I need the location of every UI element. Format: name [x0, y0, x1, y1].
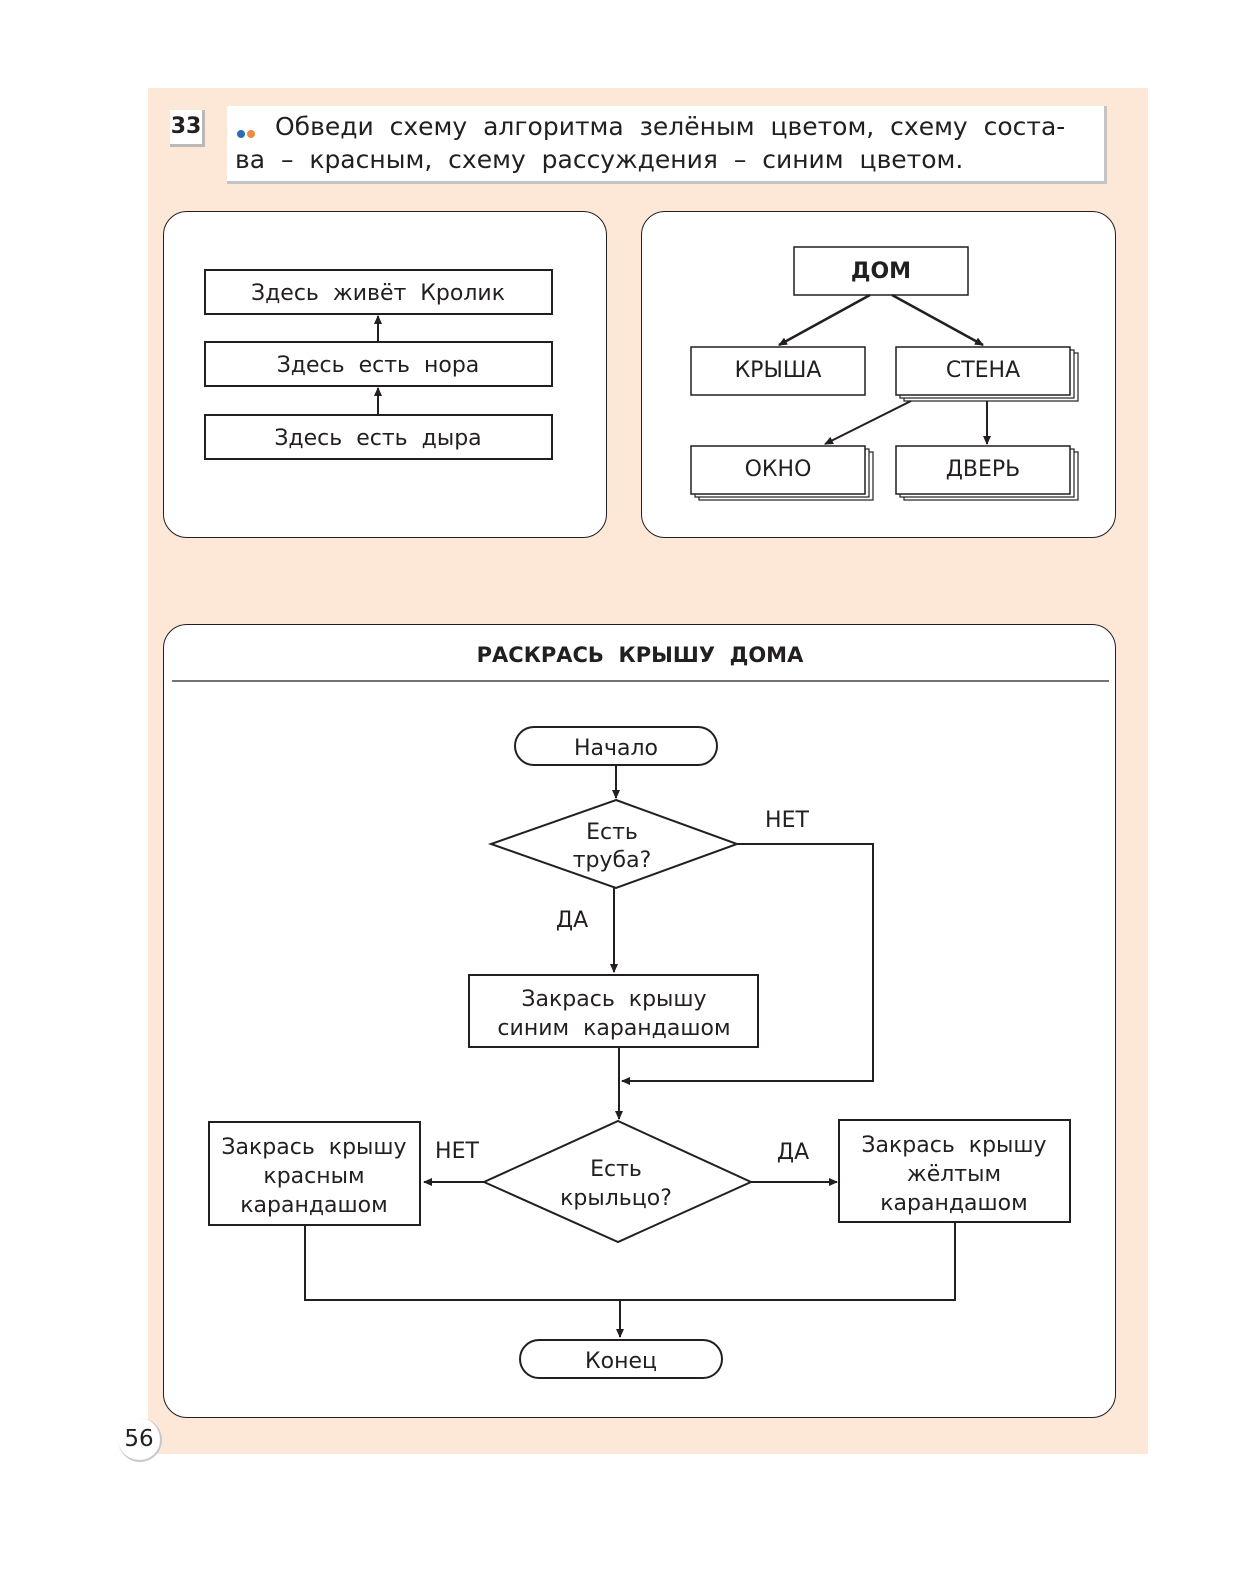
task-statement: Обведи схему алгоритма зелёным цветом, с…	[227, 106, 1107, 184]
action-blue-line-2: синим карандашом	[497, 1016, 730, 1041]
reasoning-box-top: Здесь живёт Кролик	[204, 269, 553, 315]
action-red-line-3: карандашом	[240, 1193, 387, 1218]
composition-text-wall: СТЕНА	[946, 358, 1020, 383]
arrow-q1-no	[621, 843, 874, 1085]
action-red-line-2: красным	[263, 1164, 364, 1189]
reasoning-text-middle: Здесь есть нора	[277, 353, 480, 378]
flow-action-red: Закрась крышу красным карандашом	[208, 1121, 421, 1226]
label-yes-2: ДА	[777, 1140, 809, 1165]
page-number: 56	[118, 1418, 162, 1462]
decision-porch-line-1: Есть	[590, 1157, 642, 1182]
task-text-line-1: Обведи схему алгоритма зелёным цветом, с…	[275, 112, 1066, 141]
difficulty-dots-icon	[237, 123, 257, 142]
flow-action-blue: Закрась крышу синим карандашом	[468, 974, 759, 1048]
composition-box-door: ДВЕРЬ	[895, 445, 1079, 501]
decision-chimney-line-2: труба?	[573, 848, 652, 873]
flow-decision-porch: Есть крыльцо?	[481, 1119, 754, 1244]
composition-text-door: ДВЕРЬ	[946, 457, 1021, 482]
label-no-1: НЕТ	[765, 808, 809, 833]
task-number: 33	[170, 110, 205, 147]
action-blue-line-1: Закрась крышу	[521, 987, 706, 1012]
reasoning-scheme-panel: Здесь живёт Кролик Здесь есть нора Здесь…	[163, 211, 607, 538]
composition-box-window: ОКНО	[690, 445, 874, 501]
arrow-root-to-roof	[778, 293, 871, 347]
task-text-line-2: ва – красным, схему рассуждения – синим …	[235, 145, 964, 174]
composition-text-roof: КРЫША	[735, 358, 822, 383]
arrow-root-to-wall	[891, 293, 984, 347]
composition-text-root: ДОМ	[851, 259, 911, 284]
arrow-wall-to-window	[824, 400, 912, 445]
algorithm-scheme-panel: РАСКРАСЬ КРЫШУ ДОМА Начало Есть труба? Н…	[163, 624, 1116, 1418]
composition-scheme-panel: ДОМ КРЫША СТЕНА ОКНО ДВЕРЬ	[641, 211, 1116, 538]
reasoning-text-bottom: Здесь есть дыра	[274, 426, 481, 451]
action-yellow-line-1: Закрась крышу	[861, 1133, 1046, 1158]
action-yellow-line-2: жёлтым	[907, 1162, 1001, 1187]
flow-start: Начало	[514, 726, 718, 766]
flow-start-text: Начало	[574, 736, 658, 761]
composition-text-window: ОКНО	[745, 457, 812, 482]
merge-line	[304, 1222, 956, 1301]
algorithm-title: РАСКРАСЬ КРЫШУ ДОМА	[477, 643, 804, 667]
decision-chimney-line-1: Есть	[586, 820, 638, 845]
composition-box-roof: КРЫША	[690, 346, 866, 396]
reasoning-box-middle: Здесь есть нора	[204, 341, 553, 387]
label-yes-1: ДА	[556, 908, 588, 933]
action-red-line-1: Закрась крышу	[221, 1135, 406, 1160]
reasoning-box-bottom: Здесь есть дыра	[204, 414, 553, 460]
flow-action-yellow: Закрась крышу жёлтым карандашом	[838, 1119, 1071, 1223]
composition-box-wall: СТЕНА	[895, 346, 1079, 402]
composition-box-root: ДОМ	[793, 246, 969, 296]
flow-end-text: Конец	[585, 1349, 657, 1374]
decision-porch-line-2: крыльцо?	[560, 1186, 672, 1211]
reasoning-text-top: Здесь живёт Кролик	[251, 281, 505, 306]
flow-decision-chimney: Есть труба?	[487, 798, 740, 890]
action-yellow-line-3: карандашом	[880, 1191, 1027, 1216]
label-no-2: НЕТ	[435, 1139, 479, 1164]
flow-end: Конец	[519, 1339, 723, 1379]
